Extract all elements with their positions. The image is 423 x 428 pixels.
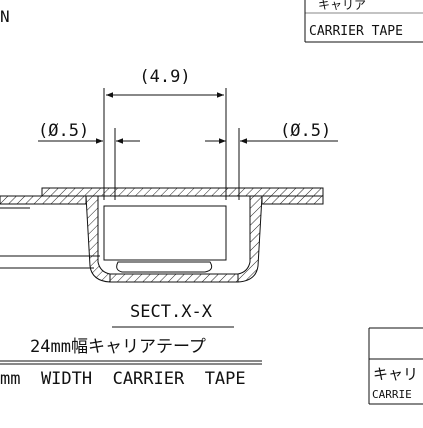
- width-dimension: (4.9): [103, 67, 227, 200]
- header-box-jp-fragment: キャリア: [318, 0, 366, 12]
- width-dimension-label: (4.9): [139, 67, 190, 87]
- header-left-fragment: N: [0, 7, 10, 26]
- side-title-box: キャリ CARRIE: [368, 327, 423, 405]
- left-clearance-label: (Ø.5): [38, 121, 89, 141]
- header-box-label: CARRIER TAPE: [309, 24, 403, 39]
- side-box-en: CARRIE: [372, 388, 412, 401]
- caption-title-en: mm WIDTH CARRIER TAPE: [0, 369, 246, 389]
- left-clearance-dimension: (Ø.5): [38, 121, 140, 200]
- caption-title-jp: 24mm幅キャリアテープ: [30, 337, 206, 357]
- section-label: SECT.X-X: [130, 302, 213, 322]
- section-caption: SECT.X-X 24mm幅キャリアテープ mm WIDTH CARRIER T…: [0, 302, 262, 389]
- tape-cross-section: [0, 187, 324, 283]
- right-clearance-label: (Ø.5): [280, 121, 331, 141]
- side-box-jp: キャリ: [373, 365, 418, 383]
- header-title-box: キャリア CARRIER TAPE: [304, 0, 423, 43]
